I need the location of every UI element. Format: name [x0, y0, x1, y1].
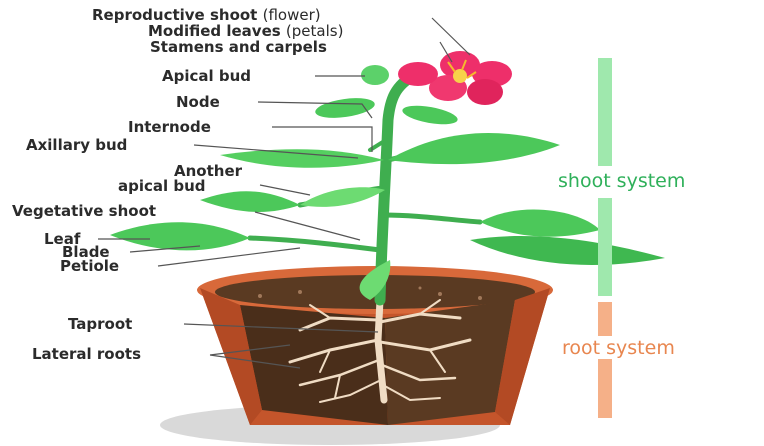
apical-bud-shape [361, 65, 389, 85]
label-apical-bud-2: apical bud [118, 178, 206, 194]
leader-petiole [158, 248, 300, 266]
label-reproductive-shoot: Reproductive shoot (flower) [92, 7, 321, 23]
shoot-system-bar-bottom [598, 198, 612, 296]
label-node: Node [176, 94, 220, 110]
root-system-bar-bottom [598, 358, 612, 418]
label-axillary-bud: Axillary bud [26, 137, 127, 153]
shoot-system-label: shoot system [556, 170, 687, 192]
label-modified-leaves: Modified leaves (petals) [148, 23, 343, 39]
label-petiole: Petiole [60, 258, 119, 274]
root-system-bar-top [598, 302, 612, 336]
leader-vegetative-shoot [255, 212, 360, 240]
label-stamens-carpels: Stamens and carpels [150, 39, 327, 55]
label-lateral-roots: Lateral roots [32, 346, 141, 362]
flower [398, 51, 512, 105]
label-internode: Internode [128, 119, 211, 135]
root-system-label: root system [560, 337, 677, 359]
label-apical-bud: Apical bud [162, 68, 251, 84]
leader-internode [272, 127, 372, 152]
label-taproot: Taproot [68, 316, 132, 332]
shoot-system-bar-top [598, 58, 612, 166]
leader-flower [432, 18, 470, 55]
label-vegetative-shoot: Vegetative shoot [12, 203, 156, 219]
